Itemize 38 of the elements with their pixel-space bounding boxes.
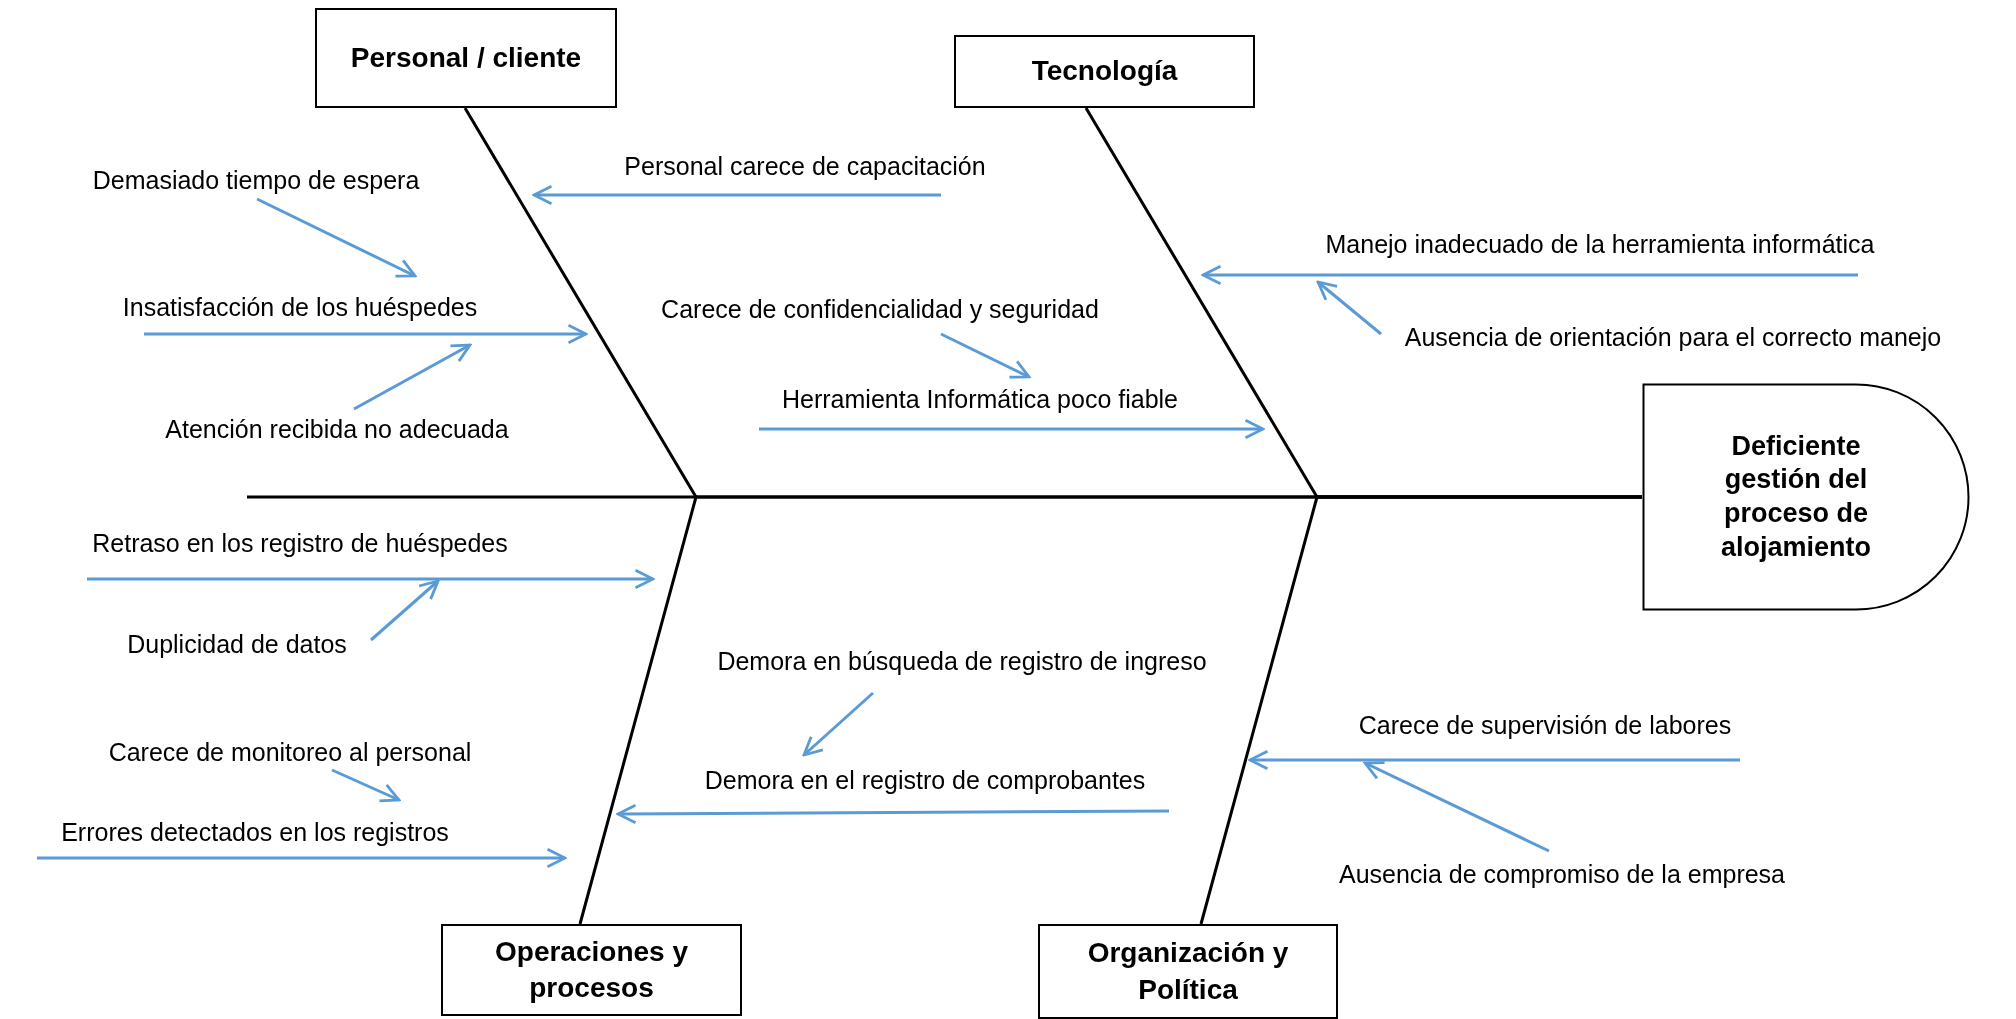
arrow <box>1248 749 1740 771</box>
cause-text: Demasiado tiempo de espera <box>92 165 420 195</box>
cause-text: Demora en el registro de comprobantes <box>704 765 1146 795</box>
cause-text: Errores detectados en los registros <box>61 817 449 847</box>
cause-text: Carece de confidencialidad y seguridad <box>661 294 1099 324</box>
arrow <box>144 323 588 345</box>
category-box: Personal / cliente <box>315 8 617 108</box>
arrow <box>37 847 567 869</box>
arrow <box>802 691 874 757</box>
category-box: Organización y Política <box>1038 924 1338 1019</box>
cause-text: Personal carece de capacitación <box>624 151 986 181</box>
cause-text: Manejo inadecuado de la herramienta informática <box>1325 229 1875 259</box>
cause-text: Carece de supervisión de labores <box>1358 710 1732 740</box>
cause-text: Carece de monitoreo al personal <box>108 737 472 767</box>
category-box: Tecnología <box>954 35 1255 108</box>
arrow <box>759 418 1265 440</box>
arrow <box>1363 761 1550 853</box>
arrow <box>370 579 440 642</box>
cause-text: Insatisfacción de los huéspedes <box>122 292 478 322</box>
arrow <box>87 568 655 590</box>
problem-head: Deficiente gestión del proceso de alojamiento <box>1642 383 1970 611</box>
cause-text: Demora en búsqueda de registro de ingreso <box>717 646 1207 676</box>
bone-line <box>1199 495 1642 925</box>
arrow <box>940 332 1031 379</box>
arrow <box>1316 280 1382 336</box>
arrow <box>532 184 941 206</box>
cause-text: Herramienta Informática poco fiable <box>782 384 1178 414</box>
arrow <box>1201 264 1858 286</box>
arrow <box>256 197 417 278</box>
cause-text: Ausencia de compromiso de la empresa <box>1338 859 1786 889</box>
cause-text: Retraso en los registro de huéspedes <box>92 528 508 558</box>
arrow <box>331 768 401 803</box>
cause-text: Duplicidad de datos <box>127 629 347 659</box>
category-box: Operaciones y procesos <box>441 924 742 1016</box>
arrow <box>353 343 472 411</box>
cause-text: Ausencia de orientación para el correcto manejo <box>1404 322 1942 352</box>
cause-text: Atención recibida no adecuada <box>165 414 509 444</box>
arrow <box>616 803 1169 825</box>
